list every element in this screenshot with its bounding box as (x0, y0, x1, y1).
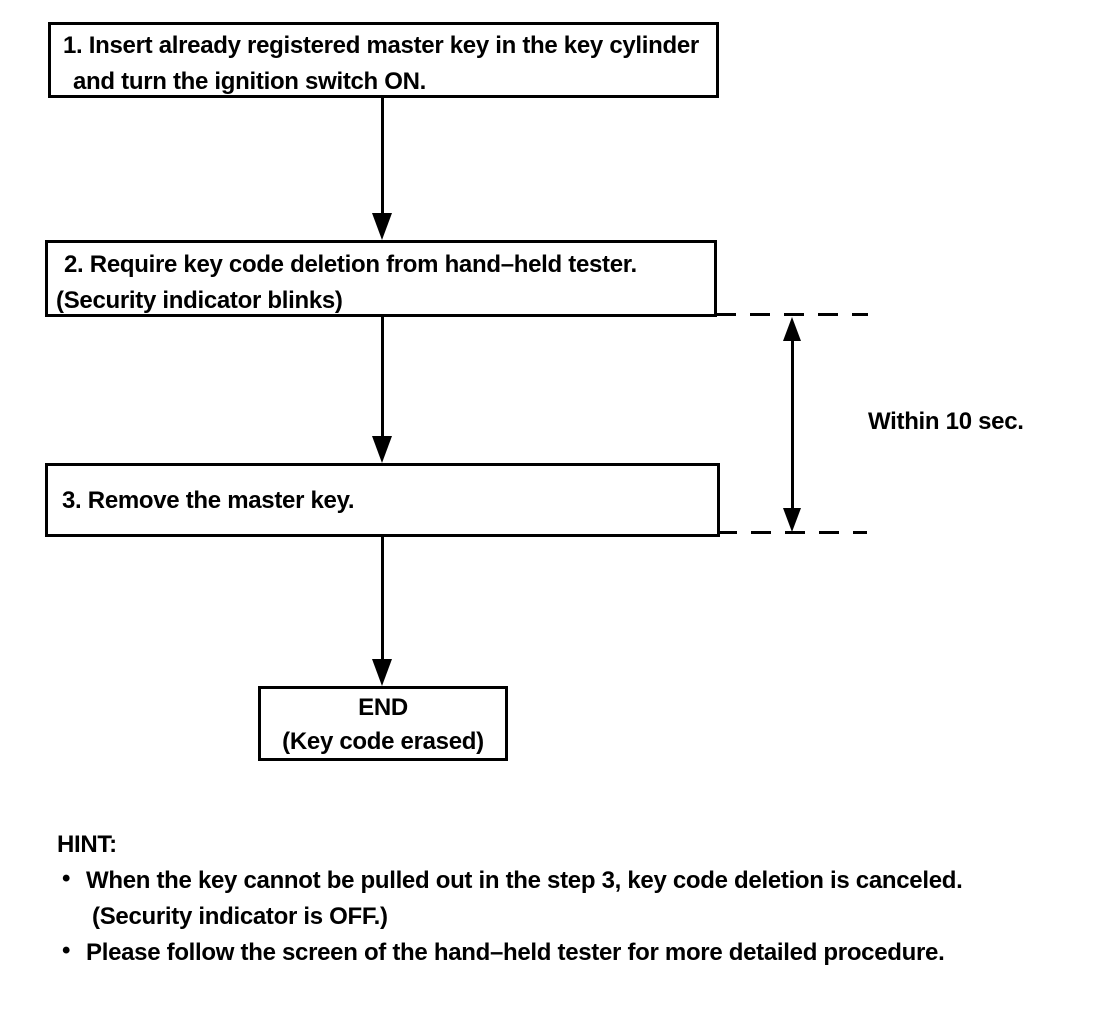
flow-arrow-3-stem (381, 537, 384, 659)
flow-step-1-line-1: 1. Insert already registered master key … (63, 32, 699, 59)
flow-end-line-1: END (358, 694, 408, 721)
flow-end-line-2: (Key code erased) (282, 728, 484, 755)
hint-bullet-1-text: When the key cannot be pulled out in the… (86, 867, 963, 894)
flow-arrow-1-stem (381, 98, 384, 216)
flow-step-3-box: 3. Remove the master key. (45, 463, 720, 537)
bullet-icon: • (62, 937, 71, 964)
timing-dashed-line-top (716, 313, 868, 316)
flow-step-1-box: 1. Insert already registered master key … (48, 22, 719, 98)
timing-double-arrow-stem (791, 330, 794, 520)
hint-bullet-1-subtext: (Security indicator is OFF.) (92, 903, 388, 930)
hint-title: HINT: (57, 831, 117, 858)
flow-step-2-box: 2. Require key code deletion from hand–h… (45, 240, 717, 317)
down-arrowhead-icon (372, 213, 392, 240)
flow-step-3-line-1: 3. Remove the master key. (62, 487, 355, 514)
down-arrowhead-icon (372, 659, 392, 686)
flow-step-1-line-2: and turn the ignition switch ON. (73, 68, 427, 95)
bullet-icon: • (62, 865, 71, 892)
flow-step-2-line-2: (Security indicator blinks) (56, 287, 343, 314)
flow-arrow-2-stem (381, 317, 384, 436)
up-arrowhead-icon (783, 317, 801, 341)
timing-dashed-line-bottom (717, 531, 867, 534)
timing-label: Within 10 sec. (868, 408, 1024, 435)
down-arrowhead-icon (783, 508, 801, 532)
hint-bullet-2-text: Please follow the screen of the hand–hel… (86, 939, 945, 966)
flow-end-box: END (Key code erased) (258, 686, 508, 761)
down-arrowhead-icon (372, 436, 392, 463)
flow-step-2-line-1: 2. Require key code deletion from hand–h… (64, 251, 637, 278)
